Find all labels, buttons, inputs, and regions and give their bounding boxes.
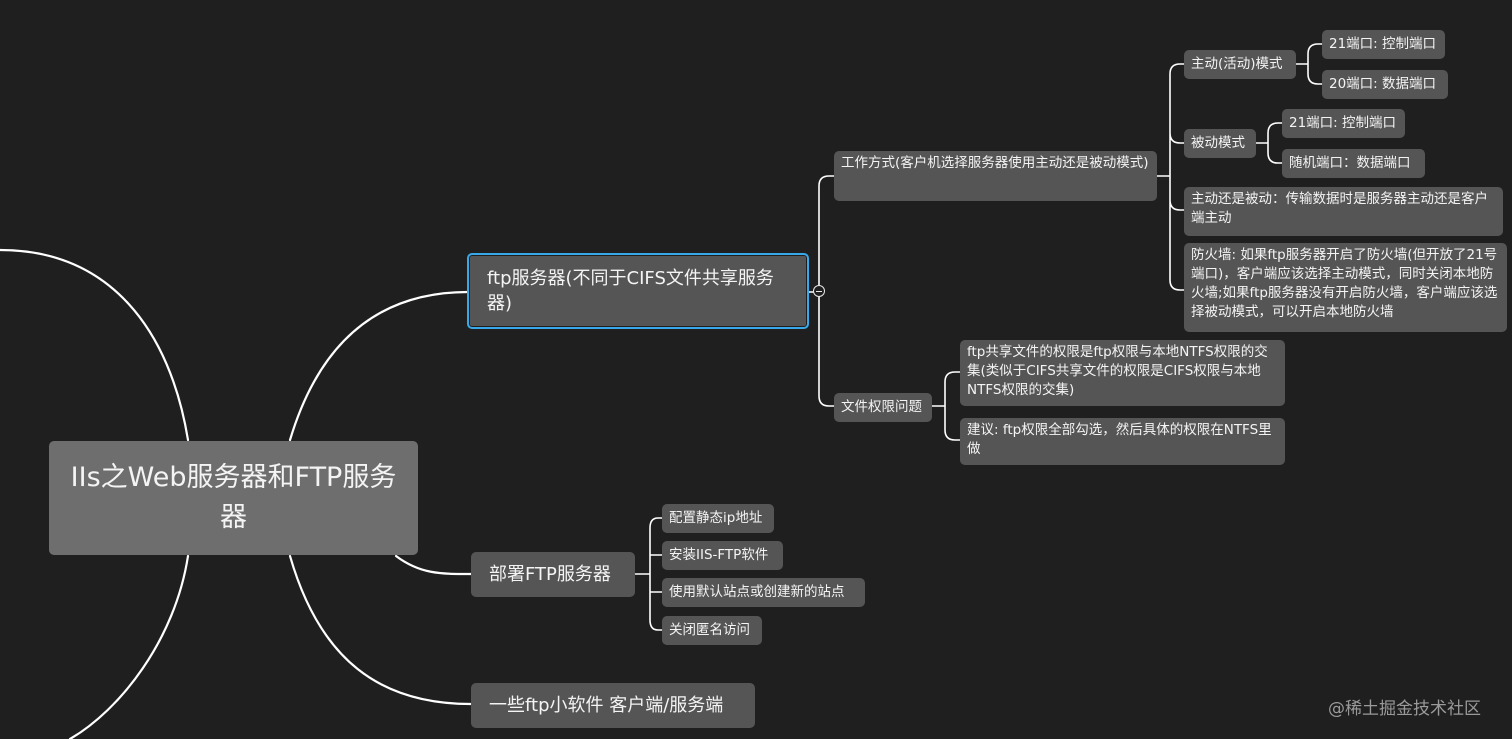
deploy-step-label: 使用默认站点或创建新的站点 (669, 584, 845, 600)
work-mode-node[interactable]: 工作方式(客户机选择服务器使用主动还是被动模式) (834, 151, 1157, 201)
permissions-node[interactable]: 文件权限问题 (834, 393, 932, 422)
link-root-tools (288, 554, 473, 706)
firewall-node[interactable]: 防火墙: 如果ftp服务器开启了防火墙(但开放了21号端口)，客户端应该选择主动… (1184, 243, 1507, 332)
active-port-21-label: 21端口: 控制端口 (1329, 36, 1437, 52)
active-port-21-node[interactable]: 21端口: 控制端口 (1322, 30, 1445, 59)
active-mode-node[interactable]: 主动(活动)模式 (1184, 50, 1296, 79)
deploy-step-static-ip[interactable]: 配置静态ip地址 (662, 504, 774, 533)
watermark: @稀土掘金技术社区 (1328, 699, 1481, 719)
deploy-step-label: 配置静态ip地址 (669, 510, 763, 526)
root-arc-bottom (68, 554, 190, 739)
deploy-step-disable-anonymous[interactable]: 关闭匿名访问 (662, 616, 762, 645)
root-label: IIs之Web服务器和FTP服务器 (70, 462, 397, 533)
link-permissions-children (931, 371, 961, 441)
permission-intersection-label: ftp共享文件的权限是ftp权限与本地NTFS权限的交集(类似于CIFS共享文件… (967, 344, 1268, 398)
root-arc-top (0, 248, 190, 442)
work-mode-label: 工作方式(客户机选择服务器使用主动还是被动模式) (841, 155, 1149, 171)
passive-random-port-node[interactable]: 随机端口：数据端口 (1282, 149, 1425, 178)
passive-mode-node[interactable]: 被动模式 (1184, 129, 1256, 158)
permission-intersection-node[interactable]: ftp共享文件的权限是ftp权限与本地NTFS权限的交集(类似于CIFS共享文件… (960, 340, 1285, 406)
active-port-20-node[interactable]: 20端口: 数据端口 (1322, 70, 1448, 99)
link-root-ftp (288, 290, 470, 442)
deploy-step-label: 关闭匿名访问 (669, 622, 750, 638)
deploy-label: 部署FTP服务器 (489, 564, 611, 585)
active-port-20-label: 20端口: 数据端口 (1329, 76, 1437, 92)
tools-label: 一些ftp小软件 客户端/服务端 (489, 695, 724, 716)
permission-advice-node[interactable]: 建议: ftp权限全部勾选，然后具体的权限在NTFS里做 (960, 418, 1285, 465)
deploy-node[interactable]: 部署FTP服务器 (471, 552, 635, 597)
ftp-server-node[interactable]: ftp服务器(不同于CIFS文件共享服务器) (467, 253, 809, 329)
active-or-passive-node[interactable]: 主动还是被动：传输数据时是服务器主动还是客户端主动 (1184, 187, 1503, 236)
permissions-label: 文件权限问题 (841, 399, 922, 415)
link-passive-children (1255, 122, 1283, 164)
passive-port-21-node[interactable]: 21端口: 控制端口 (1282, 109, 1405, 138)
link-workmode-children (1156, 63, 1185, 291)
active-mode-label: 主动(活动)模式 (1191, 56, 1283, 72)
link-active-children (1295, 43, 1323, 85)
deploy-step-site[interactable]: 使用默认站点或创建新的站点 (662, 578, 865, 607)
collapse-icon[interactable] (813, 285, 825, 297)
ftp-server-label: ftp服务器(不同于CIFS文件共享服务器) (487, 268, 774, 314)
link-deploy-children (634, 517, 663, 631)
passive-random-port-label: 随机端口：数据端口 (1289, 155, 1411, 171)
root-node[interactable]: IIs之Web服务器和FTP服务器 (49, 441, 418, 555)
deploy-step-install-iis-ftp[interactable]: 安装IIS-FTP软件 (662, 541, 783, 570)
passive-port-21-label: 21端口: 控制端口 (1289, 115, 1397, 131)
deploy-step-label: 安装IIS-FTP软件 (669, 547, 769, 563)
permission-advice-label: 建议: ftp权限全部勾选，然后具体的权限在NTFS里做 (967, 422, 1272, 457)
tools-node[interactable]: 一些ftp小软件 客户端/服务端 (471, 683, 755, 728)
firewall-label: 防火墙: 如果ftp服务器开启了防火墙(但开放了21号端口)，客户端应该选择主动… (1191, 247, 1498, 320)
passive-mode-label: 被动模式 (1191, 135, 1245, 151)
active-or-passive-label: 主动还是被动：传输数据时是服务器主动还是客户端主动 (1191, 191, 1488, 226)
link-root-deploy (394, 554, 473, 576)
